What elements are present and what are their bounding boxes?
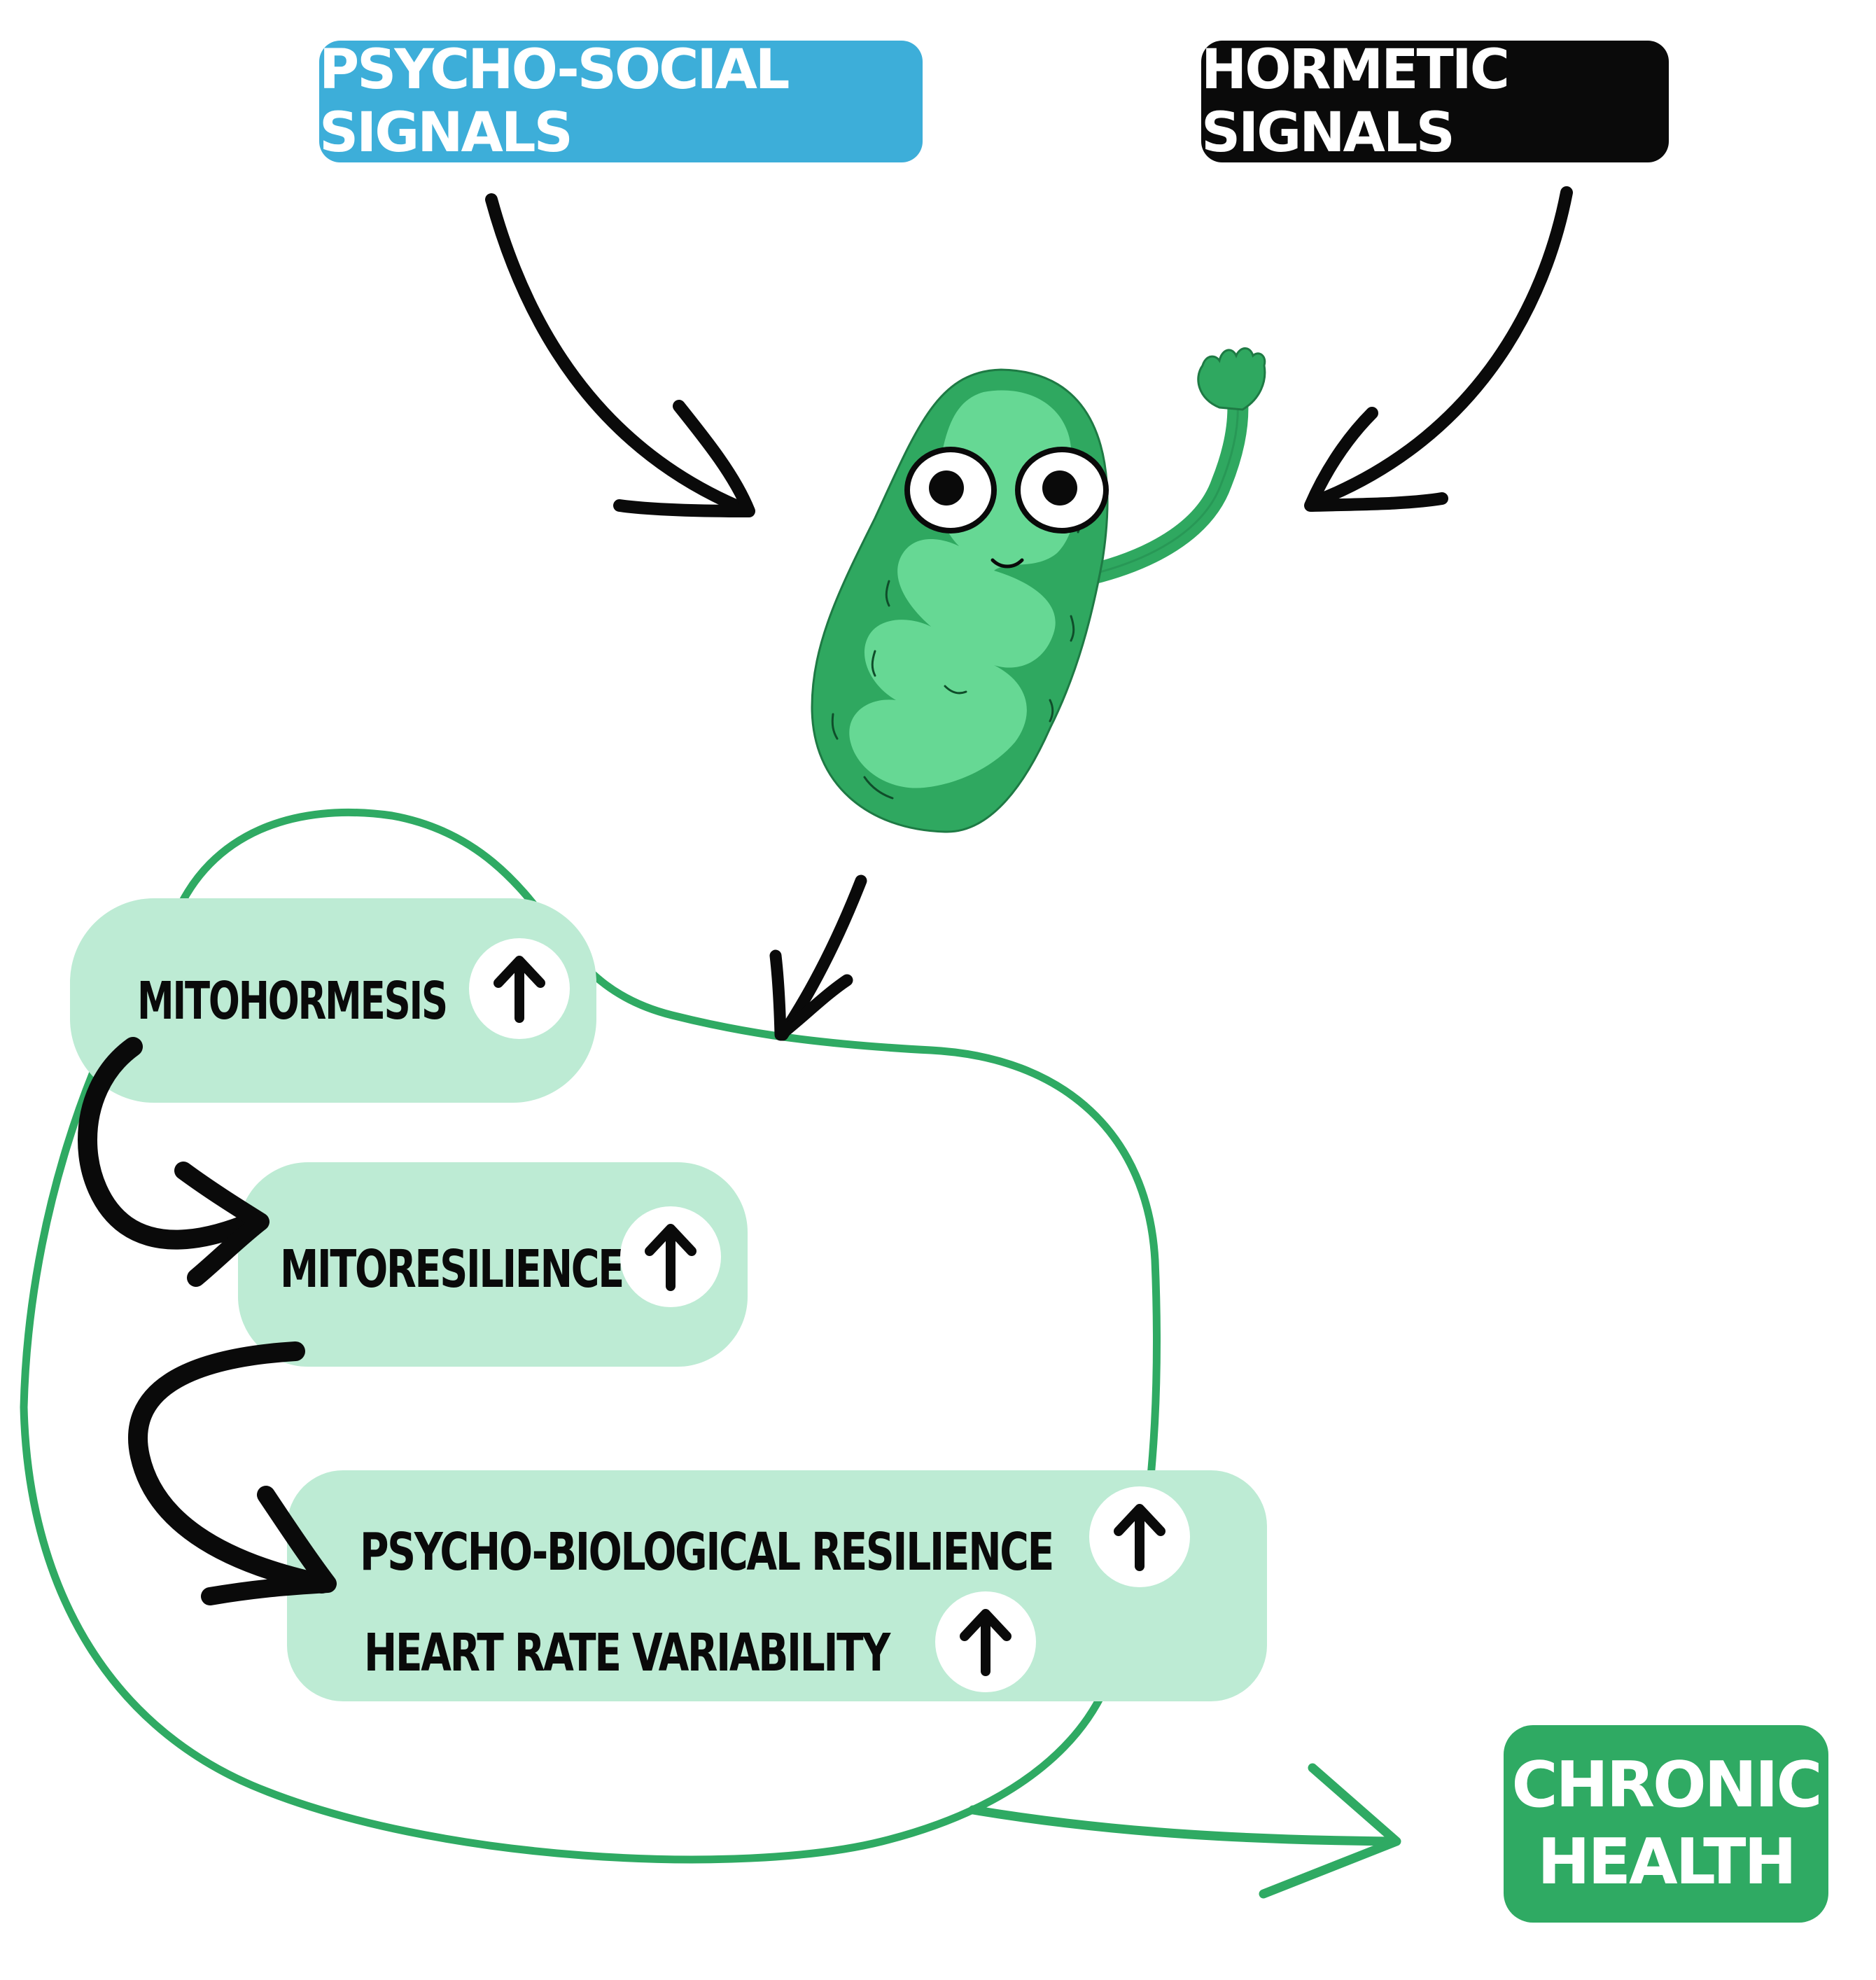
label-mitoresilience: MITORESILIENCE [280, 1239, 623, 1299]
hormetic-signal-arrow [1306, 186, 1573, 509]
arrow-up-icon [469, 938, 570, 1039]
hormetic-signal-arrowhead [1304, 407, 1448, 512]
arrow-up-icon [620, 1206, 721, 1307]
label-mitohormesis: MITOHORMESIS [137, 971, 447, 1031]
label-heart-rate-variability: HEART RATE VARIABILITY [364, 1623, 891, 1683]
psycho-social-signals-chip: PSYCHO-SOCIAL SIGNALS [319, 39, 923, 165]
arrow-up-icon [1089, 1486, 1190, 1587]
mascot-smile [990, 558, 1024, 569]
step-box-mitohormesis [70, 898, 596, 1103]
mascot-right-pupil [1042, 470, 1077, 506]
loop-to-health-arrowhead [1259, 1763, 1401, 1899]
chronic-health-chip: CHRONIC HEALTH [1504, 1725, 1828, 1923]
label-psycho-biological-resilience: PSYCHO-BIOLOGICAL RESILIENCE [360, 1522, 1053, 1582]
psycho-signal-arrowhead [613, 400, 755, 517]
mascot-arm [1082, 389, 1249, 585]
hormetic-signals-chip: HORMETIC SIGNALS [1201, 39, 1669, 165]
mitoresilience-to-resilience-arrowhead [201, 1486, 337, 1605]
mitochondrion-mascot [811, 347, 1266, 833]
step-box-mitoresilience [238, 1162, 748, 1367]
chronic-health-label-line2: HEALTH [1537, 1825, 1797, 1899]
chronic-health-label-line1: CHRONIC [1511, 1748, 1822, 1822]
mitoresilience-to-resilience-arrow [128, 1341, 332, 1594]
mito-to-loop-arrowhead [769, 949, 853, 1041]
mascot-hand [1197, 347, 1266, 411]
mascot-sketch-marks [831, 503, 1082, 800]
mascot-arm-outline [1091, 398, 1239, 576]
mitohormesis-to-mitoresilience-arrowhead [174, 1162, 270, 1287]
hormetic-signals-label: HORMETIC SIGNALS [1201, 39, 1510, 165]
loop-to-health-arrow [968, 1805, 1398, 1846]
psycho-signal-arrow [485, 193, 752, 516]
mitohormesis-to-mitoresilience-arrow [78, 1037, 262, 1250]
arrow-up-icon [935, 1591, 1036, 1692]
psycho-social-signals-label: PSYCHO-SOCIAL SIGNALS [319, 39, 790, 165]
mascot-left-pupil [929, 470, 964, 506]
mito-to-loop-arrow [776, 874, 867, 1041]
